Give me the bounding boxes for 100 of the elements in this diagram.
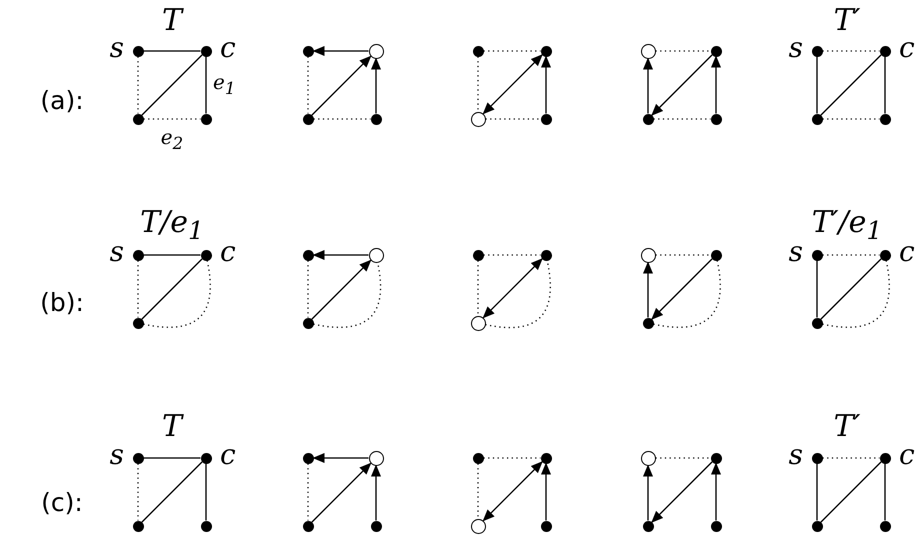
dotted-line (822, 118, 880, 120)
arrow (482, 54, 543, 114)
vertex-circle (640, 450, 656, 466)
vertex-dot (302, 46, 314, 56)
vertex-dot (200, 452, 212, 464)
dotted-line (477, 464, 479, 518)
dotted-line (477, 260, 479, 316)
vertex-dot (370, 114, 382, 124)
dotted-line (314, 118, 370, 120)
dotted-line (822, 457, 880, 459)
vertex-dot (642, 318, 654, 328)
vertex-dot (302, 318, 314, 328)
vertex-dot (710, 114, 722, 124)
row-label: (a): (40, 88, 84, 113)
graph-title: T (162, 6, 182, 36)
vertex-dot (880, 452, 890, 464)
vertex-dot (302, 520, 314, 532)
vertex-dot (472, 250, 484, 260)
dotted-line (484, 254, 540, 256)
vertex-dot (132, 114, 144, 124)
dotted-line (307, 260, 309, 318)
arrow (312, 250, 368, 260)
edge-line (144, 457, 200, 459)
vertex-dot (710, 46, 722, 56)
vertex-dot (200, 250, 212, 260)
vertex-label: s (110, 34, 124, 62)
vertex-dot (880, 520, 890, 532)
edge-line (141, 54, 203, 116)
edge-line (205, 464, 207, 520)
arrow (651, 461, 713, 523)
vertex-label: c (220, 238, 236, 266)
edge-line (141, 461, 203, 523)
vertex-dot (642, 114, 654, 124)
vertex-label: c (899, 238, 915, 266)
vertex-dot (370, 520, 382, 532)
dotted-line (137, 56, 139, 114)
dotted-line (822, 254, 880, 256)
edge-line (144, 50, 200, 52)
edge-line (816, 464, 818, 520)
vertex-label: c (899, 34, 915, 62)
edge-line (816, 56, 818, 114)
vertex-dot (540, 452, 552, 464)
vertex-circle (640, 248, 656, 262)
vertex-dot (812, 250, 822, 260)
edge-line (820, 258, 882, 320)
vertex-dot (132, 46, 144, 56)
vertex-dot (710, 520, 722, 532)
vertex-circle (368, 450, 384, 466)
dotted-line (654, 118, 710, 120)
vertex-label: s (788, 238, 803, 266)
vertex-dot (132, 452, 144, 464)
vertex-dot (132, 250, 144, 260)
vertex-dot (880, 114, 890, 124)
dotted-line (137, 260, 139, 318)
vertex-dot (302, 250, 314, 260)
dotted-line (477, 56, 479, 112)
vertex-dot (812, 114, 822, 124)
vertex-label: c (220, 34, 236, 62)
arrow (643, 464, 653, 520)
vertex-dot (812, 318, 822, 328)
edge-line (820, 461, 882, 523)
vertex-dot (132, 520, 144, 532)
dotted-line (656, 457, 710, 459)
edge-line (205, 56, 207, 114)
dotted-line (656, 254, 710, 256)
vertex-dot (710, 250, 722, 260)
arrow (482, 258, 543, 318)
vertex-dot (812, 46, 822, 56)
edge-line (884, 464, 886, 520)
arrow (482, 461, 543, 522)
vertex-dot (302, 452, 314, 464)
edge-line (144, 254, 200, 256)
vertex-circle (640, 44, 656, 58)
dotted-line (486, 118, 540, 120)
graph-title: T (162, 412, 182, 442)
arrow (541, 56, 551, 114)
edge-line (816, 260, 818, 318)
vertex-dot (880, 46, 890, 56)
vertex-dot (710, 452, 722, 464)
arrow (643, 262, 653, 318)
arrow (312, 46, 368, 56)
vertex-dot (472, 452, 484, 464)
vertex-circle (368, 248, 384, 262)
graph-title: T′ (834, 412, 860, 442)
dotted-line (653, 260, 721, 328)
vertex-label: s (788, 441, 803, 469)
edge-line (884, 56, 886, 114)
vertex-circle (470, 316, 486, 330)
arrow (311, 56, 372, 116)
dotted-line (484, 457, 540, 459)
dotted-line (143, 260, 211, 328)
vertex-dot (540, 46, 552, 56)
vertex-dot (540, 520, 552, 532)
edge-line (820, 54, 882, 116)
vertex-dot (812, 520, 822, 532)
vertex-dot (812, 452, 822, 464)
vertex-dot (540, 250, 552, 260)
arrow (711, 56, 721, 114)
graph-title: T/e$_{1}$ (140, 208, 204, 243)
dotted-line (484, 50, 540, 52)
